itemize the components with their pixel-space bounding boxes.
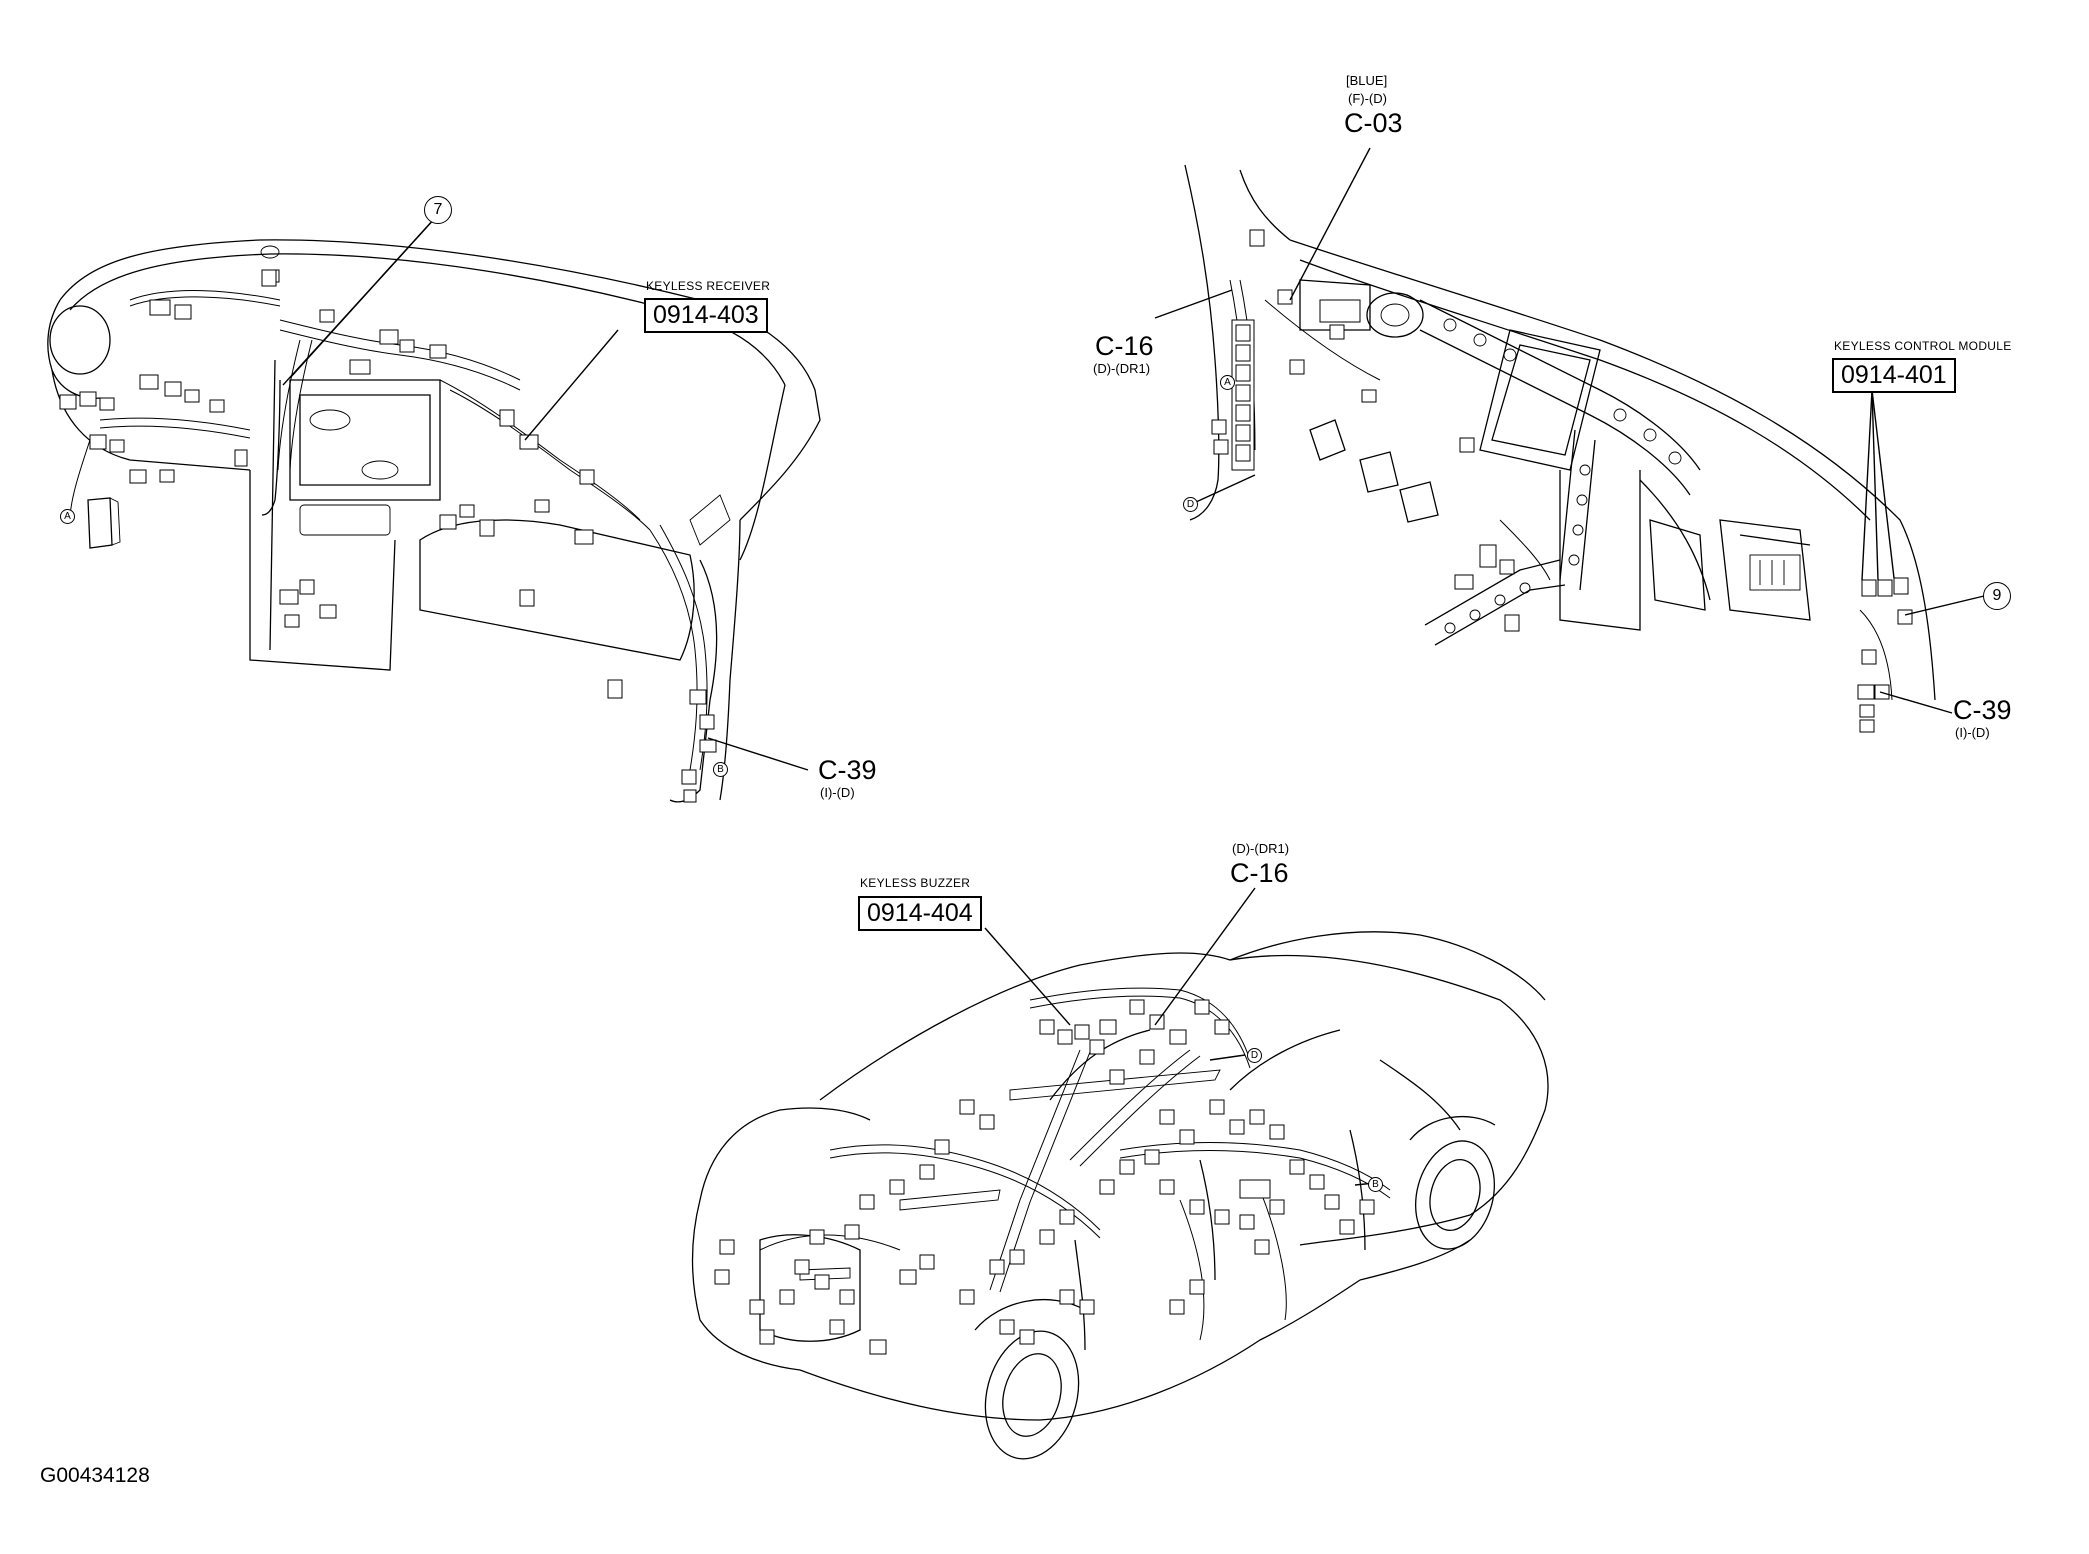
leader-keyless-buzzer — [984, 927, 1071, 1026]
leader-keyless-control-a — [1861, 389, 1873, 581]
leader-9 — [1904, 595, 1985, 616]
marker-b-vehicle: B — [1368, 1177, 1383, 1192]
c16-right-code: C-16 — [1095, 331, 1154, 361]
leader-keyless-receiver — [524, 329, 619, 441]
leader-7-b — [282, 217, 436, 386]
leader-c03 — [1289, 147, 1371, 301]
keyless-control-module-caption: KEYLESS CONTROL MODULE — [1834, 339, 2012, 353]
c39-left-code: C-39 — [818, 755, 877, 785]
c16-vehicle-sub: (D)-(DR1) — [1232, 841, 1290, 856]
dashboard-right-illustration — [1184, 164, 1936, 733]
keyless-buzzer-caption: KEYLESS BUZZER — [860, 876, 971, 890]
c39-left-sub: (I)-(D) — [820, 785, 855, 800]
callout-7: 7 — [424, 196, 452, 224]
leader-c16-right — [1154, 289, 1233, 319]
leader-c39-left — [707, 737, 809, 771]
leader-d-right — [1195, 474, 1256, 503]
leader-c39-right — [1879, 691, 1953, 714]
callout-9: 9 — [1983, 582, 2011, 610]
dashboard-left-illustration — [47, 239, 821, 803]
leader-keyless-control-c — [1871, 389, 1895, 579]
c03-color: [BLUE] — [1346, 73, 1388, 88]
keyless-buzzer-code: 0914-404 — [858, 896, 982, 931]
vehicle-illustration — [691, 931, 1549, 1460]
marker-d-vehicle: D — [1247, 1048, 1262, 1063]
c16-right-sub: (D)-(DR1) — [1093, 361, 1151, 376]
keyless-control-module-code: 0914-401 — [1832, 358, 1956, 393]
c39-right-sub: (I)-(D) — [1955, 725, 1990, 740]
leader-keyless-control-b — [1871, 389, 1879, 581]
c16-vehicle-code: C-16 — [1230, 858, 1289, 888]
leader-d-vehicle — [1209, 1054, 1246, 1061]
marker-b-left: B — [713, 762, 728, 777]
marker-a-left: A — [60, 509, 75, 524]
figure-id: G00434128 — [40, 1464, 150, 1487]
leader-c16-vehicle — [1154, 887, 1256, 1026]
c03-code: C-03 — [1344, 108, 1403, 138]
c39-right-code: C-39 — [1953, 695, 2012, 725]
marker-a-right: A — [1220, 375, 1235, 390]
marker-d-right: D — [1183, 497, 1198, 512]
c03-position: (F)-(D) — [1348, 91, 1387, 106]
keyless-receiver-caption: KEYLESS RECEIVER — [646, 279, 771, 293]
keyless-receiver-code: 0914-403 — [644, 298, 768, 333]
